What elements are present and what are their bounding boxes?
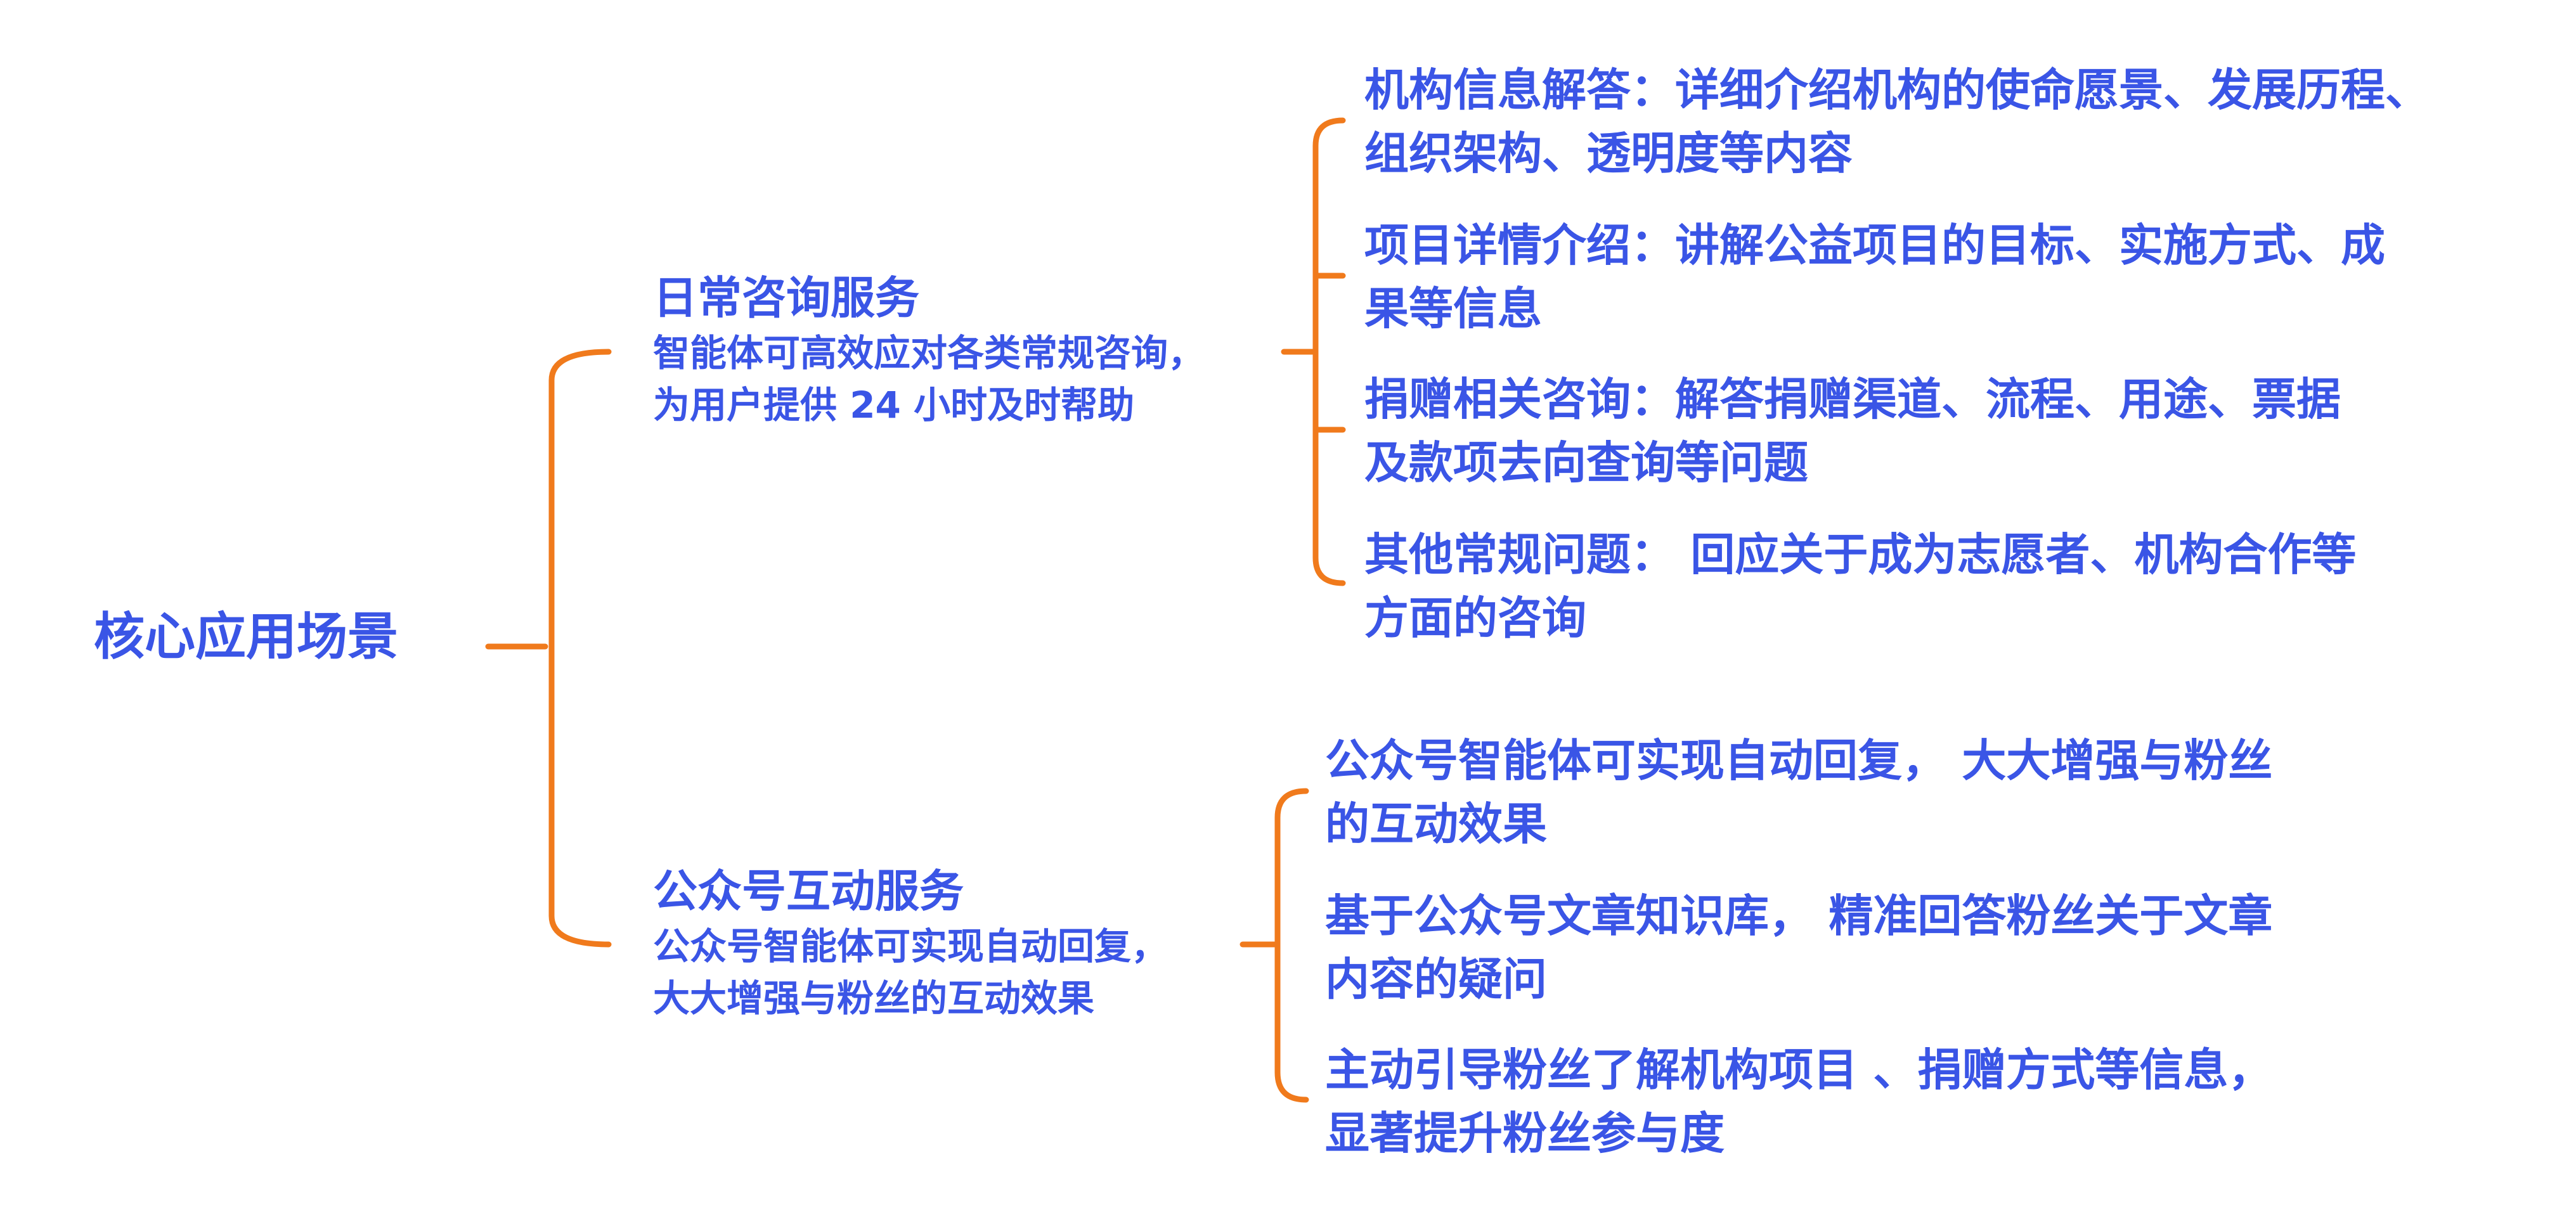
branch-desc-line: 公众号智能体可实现自动回复， (653, 925, 1168, 968)
leaf-org-info: 机构信息解答：详细介绍机构的使命愿景、发展历程、 组织架构、透明度等内容 (1364, 58, 2430, 185)
leaf-line: 方面的咨询 (1364, 592, 1586, 644)
leaf-line: 果等信息 (1364, 283, 1542, 335)
root-node: 核心应用场景 (94, 607, 398, 666)
leaf-line: 机构信息解答：详细介绍机构的使命愿景、发展历程、 (1364, 64, 2430, 116)
leaf-knowledge-base: 基于公众号文章知识库， 精准回答粉丝关于文章 内容的疑问 (1325, 884, 2272, 1011)
branch-wechat-interaction: 公众号互动服务 公众号智能体可实现自动回复， 大大增强与粉丝的互动效果 (653, 865, 1168, 1025)
leaf-line: 主动引导粉丝了解机构项目 、捐赠方式等信息， (1325, 1044, 2273, 1096)
leaf-project-details: 项目详情介绍：讲解公益项目的目标、实施方式、成 果等信息 (1364, 214, 2385, 340)
branch-description: 公众号智能体可实现自动回复， 大大增强与粉丝的互动效果 (653, 920, 1168, 1025)
leaf-line: 组织架构、透明度等内容 (1364, 127, 1853, 179)
leaf-engagement: 主动引导粉丝了解机构项目 、捐赠方式等信息， 显著提升粉丝参与度 (1325, 1038, 2272, 1165)
leaf-line: 捐赠相关咨询：解答捐赠渠道、流程、用途、票据 (1364, 373, 2341, 425)
branch-desc-line: 智能体可高效应对各类常规咨询， (653, 331, 1205, 375)
leaf-line: 的互动效果 (1325, 798, 1547, 850)
leaf-line: 及款项去向查询等问题 (1364, 437, 1808, 489)
leaf-line: 内容的疑问 (1325, 953, 1547, 1005)
leaf-other-questions: 其他常规问题： 回应关于成为志愿者、机构合作等 方面的咨询 (1364, 523, 2356, 650)
leaf-line: 公众号智能体可实现自动回复， 大大增强与粉丝 (1325, 735, 2273, 787)
bracket-daily (1312, 117, 1346, 586)
leaf-line: 基于公众号文章知识库， 精准回答粉丝关于文章 (1325, 890, 2273, 942)
leaf-line: 项目详情介绍：讲解公益项目的目标、实施方式、成 (1364, 219, 2385, 271)
branch-daily-consulting: 日常咨询服务 智能体可高效应对各类常规咨询， 为用户提供 24 小时及时帮助 (653, 271, 1205, 432)
branch-desc-line: 大大增强与粉丝的互动效果 (653, 977, 1095, 1020)
branch-title: 公众号互动服务 (653, 865, 964, 917)
branch-title: 日常咨询服务 (653, 272, 919, 324)
leaf-line: 显著提升粉丝参与度 (1325, 1107, 1725, 1159)
leaf-donation-consulting: 捐赠相关咨询：解答捐赠渠道、流程、用途、票据 及款项去向查询等问题 (1364, 368, 2341, 494)
bracket-level1 (548, 349, 612, 948)
branch-desc-line: 为用户提供 24 小时及时帮助 (653, 383, 1135, 427)
branch-description: 智能体可高效应对各类常规咨询， 为用户提供 24 小时及时帮助 (653, 327, 1205, 432)
bracket-wechat (1274, 788, 1309, 1103)
leaf-auto-reply: 公众号智能体可实现自动回复， 大大增强与粉丝 的互动效果 (1325, 729, 2272, 856)
leaf-line: 其他常规问题： 回应关于成为志愿者、机构合作等 (1364, 529, 2357, 581)
